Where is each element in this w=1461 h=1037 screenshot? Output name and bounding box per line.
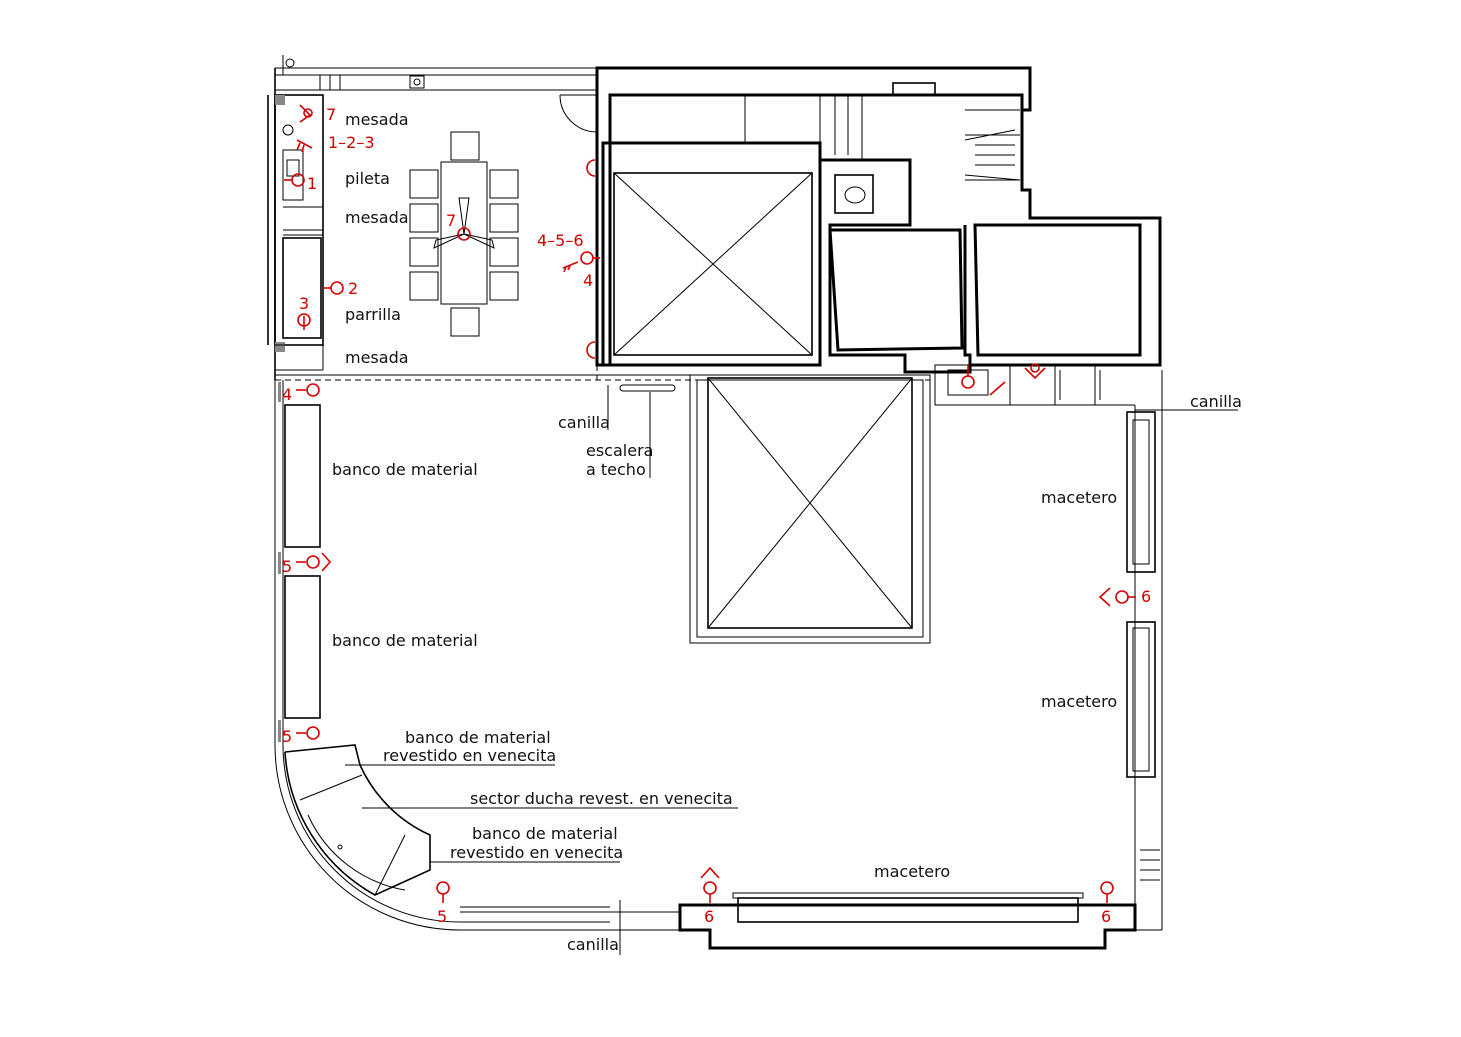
label-banco-3-line2: revestido en venecita: [383, 746, 556, 765]
label-banco-4-line1: banco de material: [472, 824, 618, 843]
label-mesada-bottom: mesada: [345, 348, 409, 367]
num-table: 7: [446, 211, 456, 230]
label-mesada-mid: mesada: [345, 208, 409, 227]
num-mesada-keys: 1–2–3: [328, 133, 375, 152]
leader-lines: [345, 384, 1238, 955]
num-left-5a: 5: [282, 557, 292, 576]
label-escalera-line2: a techo: [586, 460, 646, 479]
label-banco-1: banco de material: [332, 460, 478, 479]
electrical-symbols: [284, 104, 1136, 903]
label-banco-2: banco de material: [332, 631, 478, 650]
num-left-4: 4: [282, 385, 292, 404]
label-canilla-left: canilla: [558, 413, 610, 432]
num-left-5b: 5: [282, 727, 292, 746]
label-mesada-top: mesada: [345, 110, 409, 129]
num-bottom-6a: 6: [704, 907, 714, 926]
num-bottom-6b: 6: [1101, 907, 1111, 926]
label-canilla-right: canilla: [1190, 392, 1242, 411]
terrace-outline: [267, 67, 1163, 931]
num-pileta: 1: [307, 174, 317, 193]
label-escalera-line1: escalera: [586, 441, 653, 460]
num-column: 4: [583, 271, 593, 290]
label-macetero-3: macetero: [874, 862, 950, 881]
num-parrilla-2: 2: [348, 279, 358, 298]
num-bottom-5: 5: [437, 907, 447, 926]
planter-bottom: [610, 892, 1137, 950]
num-parrilla-3: 3: [299, 294, 309, 313]
num-column-keys: 4–5–6: [537, 231, 584, 250]
label-pileta: pileta: [345, 169, 390, 188]
label-parrilla: parrilla: [345, 305, 401, 324]
benches-left: [284, 404, 431, 896]
label-banco-3-line1: banco de material: [405, 728, 551, 747]
label-macetero-2: macetero: [1041, 692, 1117, 711]
room-labels: mesada pileta mesada parrilla mesada ban…: [332, 110, 1242, 954]
kitchen-strip: [274, 55, 425, 371]
opening-rectangle: [689, 374, 931, 644]
planters-right: [1126, 411, 1160, 881]
building-walls: [595, 66, 1162, 406]
dining-table: [409, 131, 519, 337]
num-right-6: 6: [1141, 587, 1151, 606]
circuit-numbers: 7 1–2–3 1 7 2 3 4–5–6 4 4 5 5 5 6 6 6: [282, 105, 1151, 926]
num-mesada: 7: [326, 105, 336, 124]
label-macetero-1: macetero: [1041, 488, 1117, 507]
label-banco-4-line2: revestido en venecita: [450, 843, 623, 862]
label-sector-ducha: sector ducha revest. en venecita: [470, 789, 733, 808]
door-swing: [559, 94, 598, 133]
label-canilla-bottom: canilla: [567, 935, 619, 954]
